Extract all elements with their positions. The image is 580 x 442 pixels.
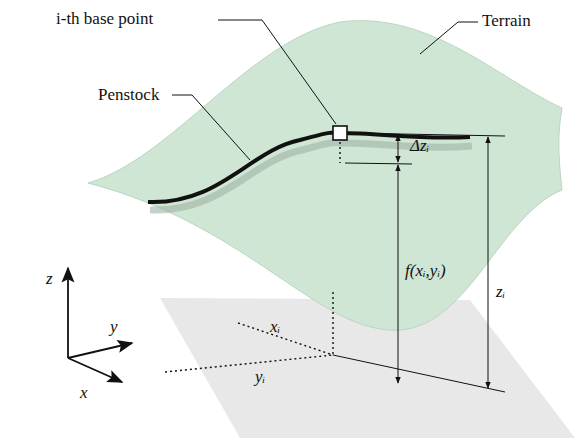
projection-line xyxy=(332,292,333,355)
leader-line xyxy=(218,20,336,124)
projection-line xyxy=(339,142,340,163)
penstock-pipe xyxy=(148,132,470,202)
dimension-line xyxy=(398,135,399,162)
callout-label: i-th base point xyxy=(56,10,153,29)
axis-label: z xyxy=(46,270,53,289)
axis-label: x xyxy=(80,384,88,403)
coordinate-label: xᵢ xyxy=(270,318,280,337)
leader-line xyxy=(420,22,478,54)
extension-line xyxy=(349,133,505,136)
coordinate-line xyxy=(238,323,333,355)
x-axis xyxy=(68,358,122,382)
extension-line xyxy=(333,355,505,392)
coordinate-line xyxy=(165,355,333,372)
leader-line xyxy=(172,95,250,160)
y-axis xyxy=(68,343,132,358)
dimension-label: Δzᵢ xyxy=(410,137,429,156)
callout-label: Terrain xyxy=(482,12,531,31)
z-axis xyxy=(67,268,69,358)
terrain-surface xyxy=(88,21,562,331)
axis-label: y xyxy=(110,318,118,337)
dimension-line xyxy=(398,165,399,383)
dimension-label: zᵢ xyxy=(496,283,505,302)
extension-line xyxy=(345,163,412,164)
coordinate-label: yᵢ xyxy=(255,368,265,387)
dimension-label: f(xᵢ,yᵢ) xyxy=(405,262,446,281)
dimension-line xyxy=(488,137,489,388)
callout-label: Penstock xyxy=(98,86,159,105)
base-point xyxy=(333,126,347,140)
